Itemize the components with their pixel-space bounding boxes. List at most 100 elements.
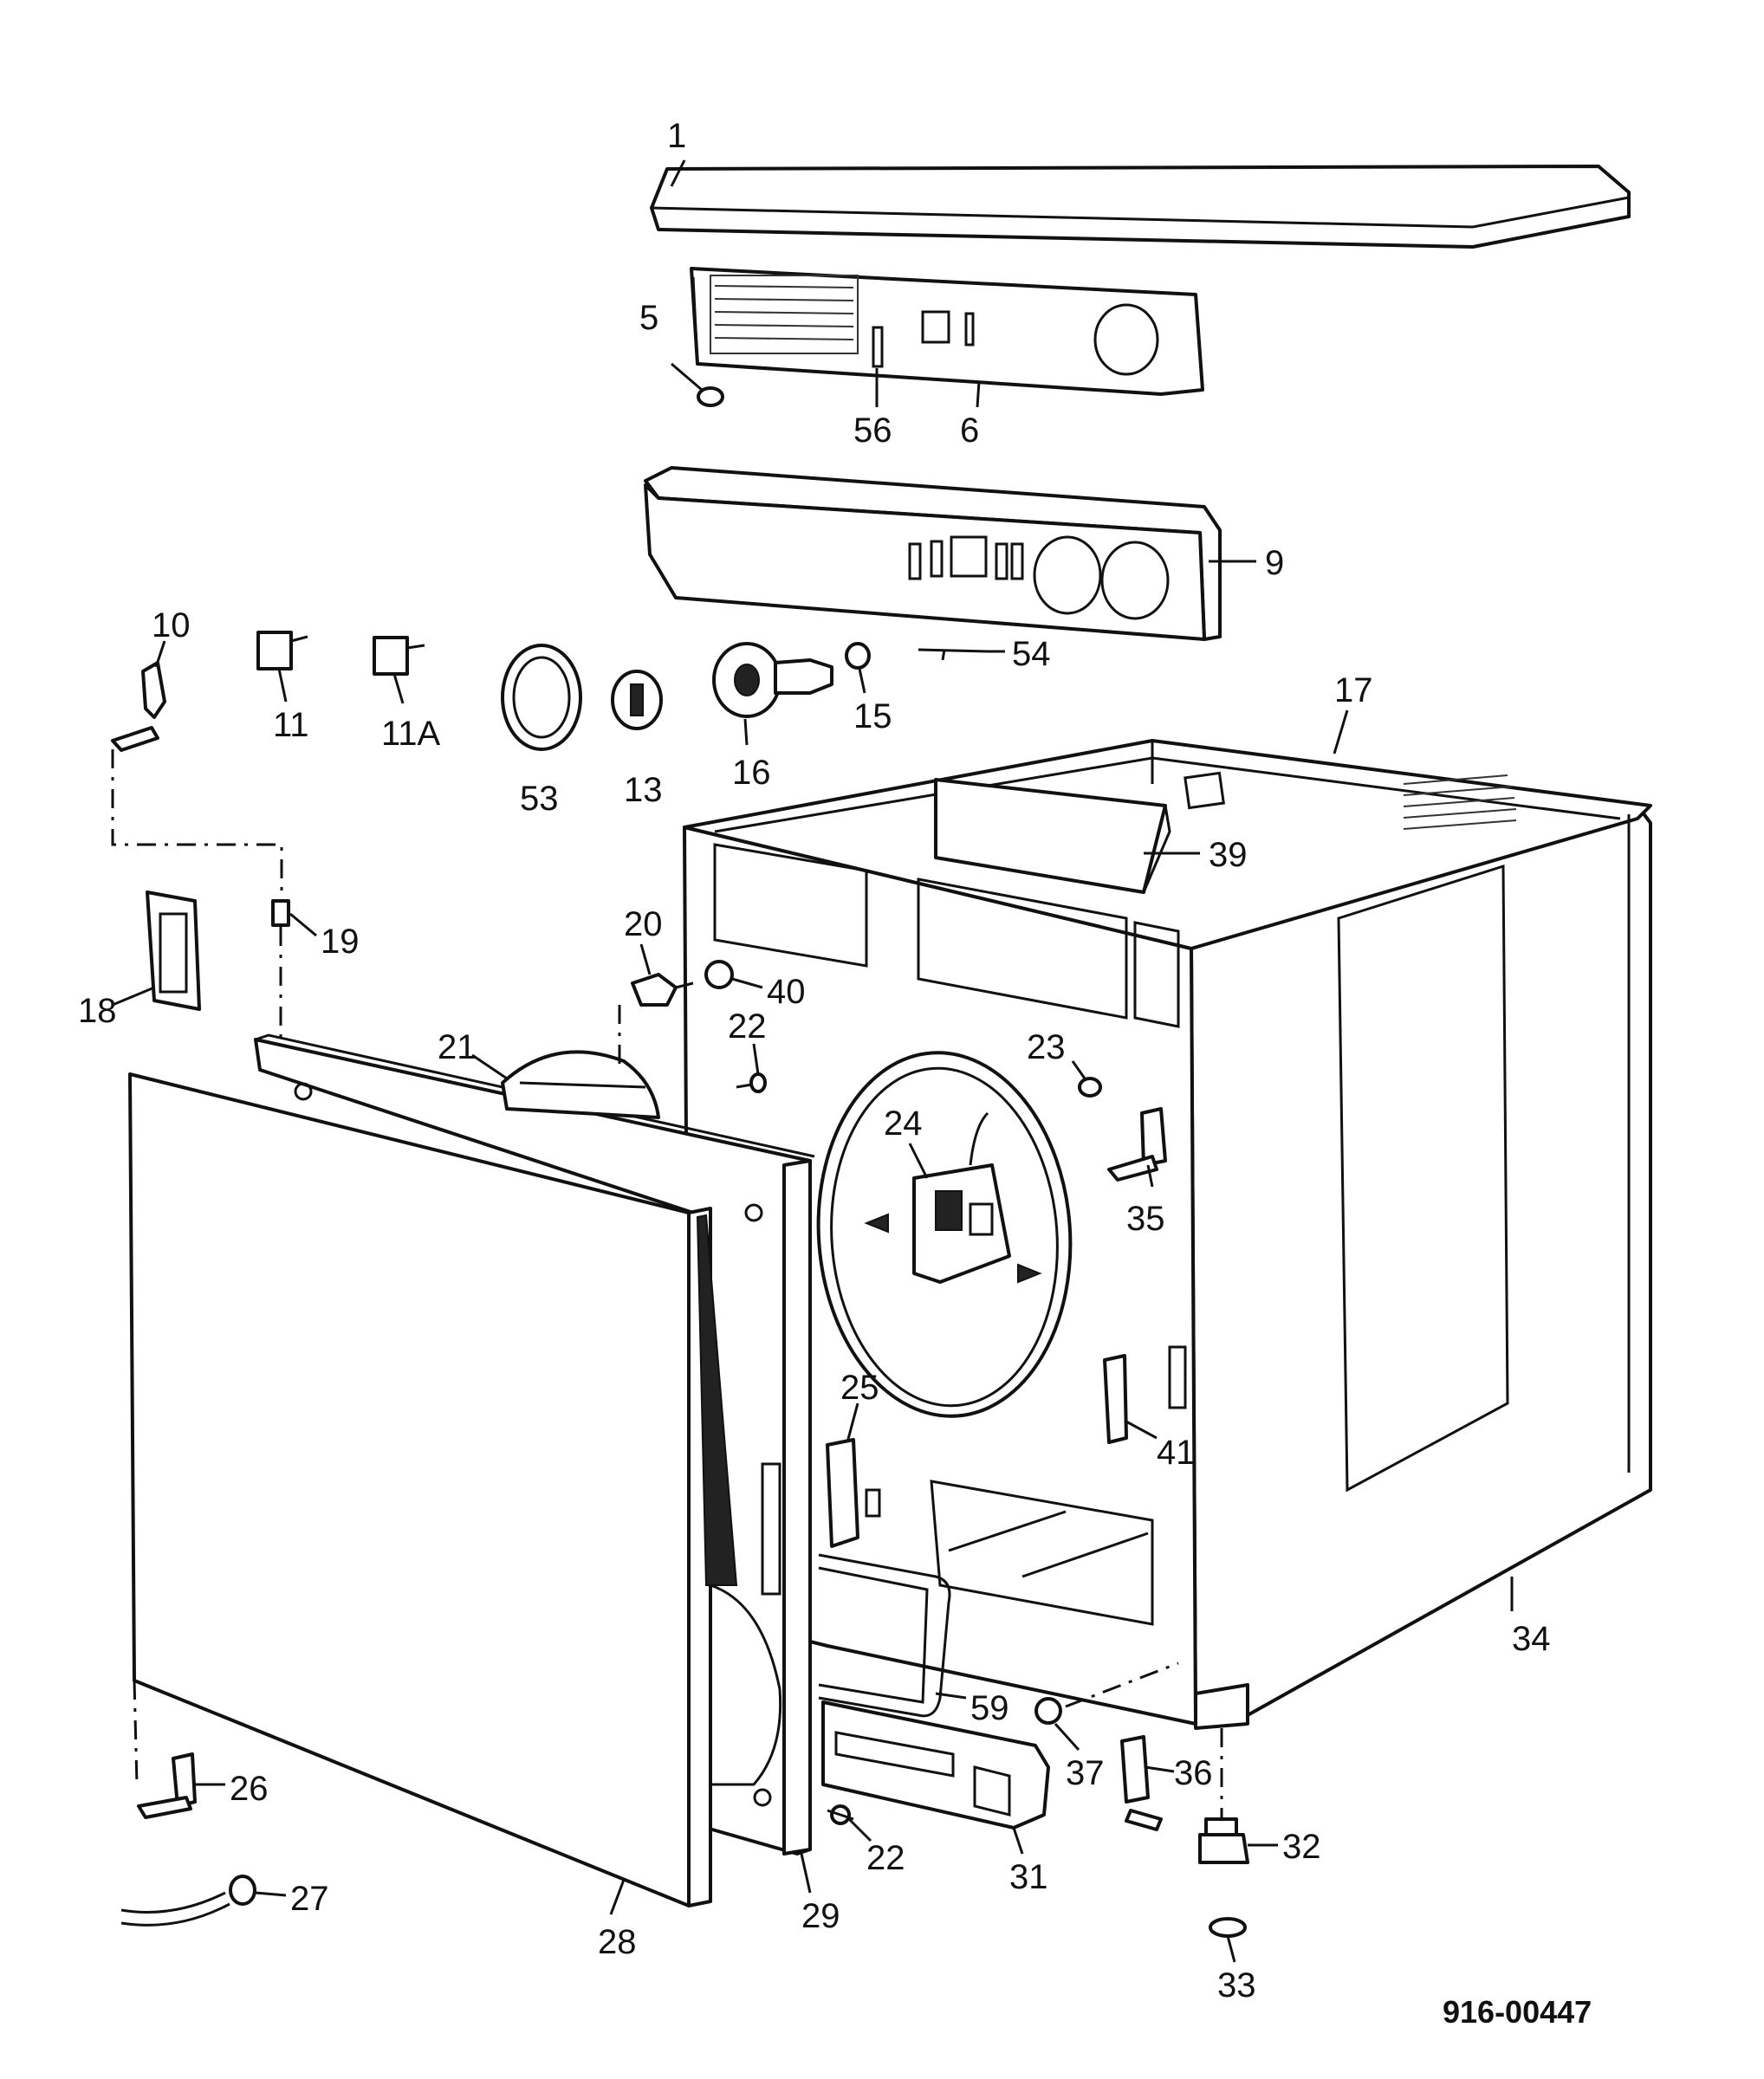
- callout-24: 24: [884, 1104, 923, 1143]
- control-panel-fascia: [690, 267, 1204, 408]
- screw-22-lower: [827, 1804, 872, 1843]
- callout-32: 32: [1282, 1828, 1321, 1866]
- leader-22a: [752, 1043, 760, 1075]
- foot-32: [1198, 1728, 1278, 1864]
- callout-54: 54: [1012, 635, 1051, 673]
- door-lock-24: [864, 1111, 1042, 1284]
- callout-18: 18: [78, 992, 117, 1030]
- cabinet: [683, 709, 1652, 1730]
- callout-56: 56: [853, 411, 892, 450]
- leader-21: [471, 1053, 508, 1080]
- hinge-pin-19: [111, 749, 317, 1040]
- callout-11: 11: [273, 706, 309, 744]
- callout-34: 34: [1512, 1620, 1551, 1658]
- kickplate-31: [821, 1700, 1050, 1855]
- screw-37: [1034, 1661, 1179, 1752]
- switch-11: [256, 631, 308, 703]
- callout-22a: 22: [728, 1007, 767, 1046]
- screw-22-upper: [736, 1043, 767, 1093]
- leader-22b: [847, 1817, 872, 1843]
- top-cover: [650, 159, 1631, 249]
- leader-6: [976, 380, 981, 408]
- callout-33: 33: [1217, 1966, 1256, 2005]
- callout-59: 59: [970, 1689, 1009, 1727]
- leader-29: [800, 1853, 812, 1894]
- bracket-35: [1107, 1107, 1167, 1188]
- leader-59: [935, 1692, 967, 1700]
- knob-13: [611, 670, 663, 730]
- hinge-housing-21: [471, 1050, 660, 1119]
- callout-20: 20: [624, 905, 663, 943]
- grommet-23: [1071, 1060, 1102, 1098]
- leader-18: [112, 986, 155, 1007]
- callout-37: 37: [1066, 1754, 1105, 1792]
- switch-11a: [373, 636, 425, 704]
- small-knob: [671, 362, 724, 407]
- callout-39: 39: [1209, 836, 1248, 874]
- door-handle-18: [112, 891, 201, 1011]
- leader-15: [858, 668, 866, 694]
- nut-15: [845, 642, 871, 694]
- leader-16: [743, 718, 749, 746]
- callout-17: 17: [1334, 671, 1373, 709]
- callout-28: 28: [598, 1923, 637, 1961]
- bracket-36: [1120, 1735, 1175, 1831]
- pad-33: [1209, 1917, 1247, 1963]
- leader-36: [1145, 1765, 1175, 1773]
- callout-22b: 22: [866, 1839, 905, 1877]
- callout-27: 27: [290, 1880, 329, 1918]
- callout-5: 5: [639, 299, 658, 337]
- door-panel-28: [128, 1072, 782, 1915]
- cable-27: [120, 1875, 287, 1927]
- leader-40: [731, 977, 763, 989]
- hinge-25: [826, 1402, 881, 1548]
- connector-20: [618, 943, 694, 1065]
- leader-31: [1012, 1827, 1024, 1855]
- leader-28: [609, 1879, 626, 1915]
- ring-53: [501, 644, 582, 751]
- callout-29: 29: [801, 1897, 840, 1935]
- leader-5: [671, 362, 703, 392]
- callout-9: 9: [1265, 544, 1284, 582]
- leader-27: [255, 1891, 287, 1897]
- leader-35: [1146, 1164, 1154, 1188]
- selector-16: [712, 642, 833, 746]
- callout-36: 36: [1174, 1754, 1213, 1792]
- leader-11: [277, 668, 288, 703]
- callout-10: 10: [152, 606, 191, 644]
- leader-41: [1124, 1419, 1158, 1440]
- callout-21: 21: [438, 1028, 477, 1066]
- callout-6: 6: [960, 411, 979, 450]
- door-hinge-bracket-upper: [111, 640, 166, 752]
- callout-23: 23: [1027, 1028, 1066, 1066]
- rod-54: [918, 648, 1005, 661]
- strip-41: [1103, 1354, 1158, 1444]
- leader-37: [1054, 1722, 1080, 1752]
- leader-24: [908, 1143, 929, 1179]
- callout-26: 26: [230, 1770, 269, 1808]
- callout-40: 40: [767, 973, 806, 1011]
- door-frame-29: [254, 1033, 815, 1894]
- drawing-code: 916-00447: [1443, 1994, 1592, 2030]
- callout-31: 31: [1009, 1858, 1048, 1896]
- leader-10: [154, 640, 166, 668]
- callout-53: 53: [520, 780, 559, 818]
- leader-23: [1071, 1060, 1086, 1079]
- callout-11a: 11A: [381, 715, 441, 753]
- control-panel-housing: [644, 466, 1256, 641]
- callout-1: 1: [667, 117, 686, 155]
- leader-33: [1226, 1935, 1236, 1963]
- callout-15: 15: [853, 697, 892, 735]
- gasket-59: [818, 1553, 967, 1718]
- callout-labels: 1 5 56 6 9 10 11 11A 53 13 16 15 54 17 3…: [78, 117, 1551, 2005]
- callout-25: 25: [840, 1369, 879, 1407]
- leader-1: [670, 159, 686, 187]
- callout-16: 16: [732, 754, 771, 792]
- leader-11a: [392, 673, 405, 704]
- callout-13: 13: [624, 771, 663, 809]
- leader-17: [1333, 709, 1349, 755]
- filter-39: [934, 778, 1200, 894]
- callout-41: 41: [1157, 1434, 1196, 1472]
- plug-40: [704, 960, 763, 989]
